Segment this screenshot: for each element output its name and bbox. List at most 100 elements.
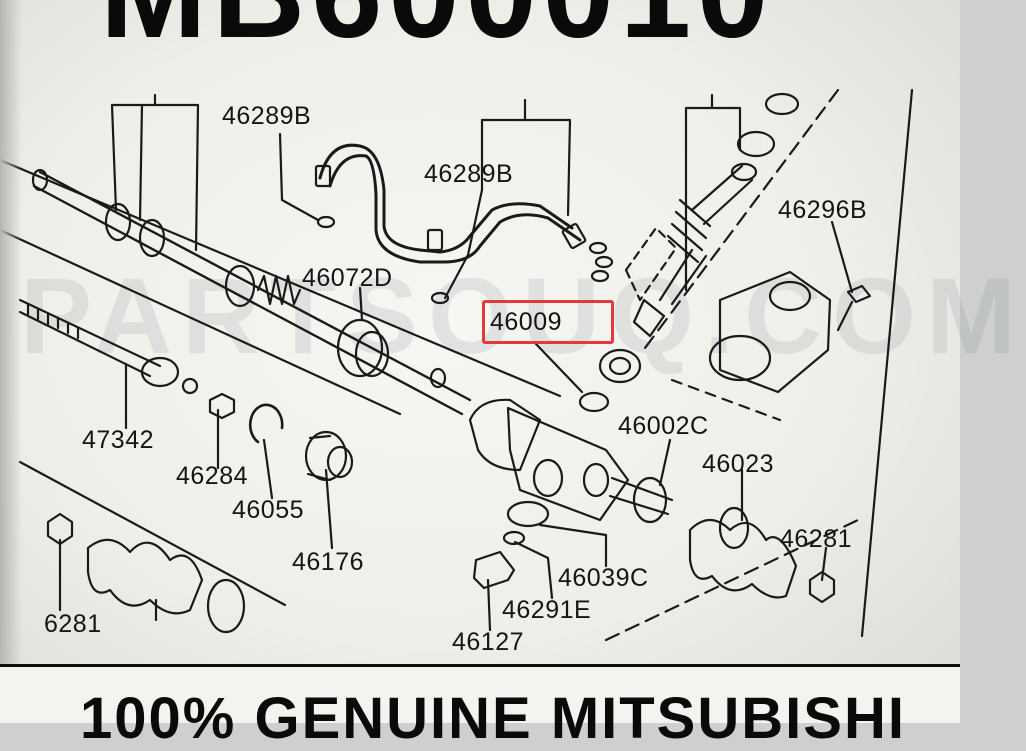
pinion-gear: [632, 298, 666, 338]
pinion-seal-3: [730, 162, 758, 182]
oring-line-1: [588, 241, 608, 255]
label-46127: 46127: [452, 628, 525, 656]
label-46002c: 46002C: [618, 412, 709, 440]
label-46284: 46284: [176, 462, 249, 490]
label-46009: 46009: [490, 308, 563, 336]
label-46039c: 46039C: [558, 564, 649, 592]
label-46296b: 46296B: [778, 196, 868, 224]
left-vignette: [0, 0, 22, 720]
rack-tube: [32, 170, 472, 416]
clip-6281-left: [46, 512, 74, 546]
rack-end-cap: [31, 168, 49, 192]
boot-left: [86, 538, 204, 615]
leader-46289b-top: [278, 132, 320, 222]
bracket-right-top: [684, 93, 742, 292]
tie-rod-ball: [181, 377, 199, 395]
leader-46296b: [830, 220, 854, 294]
boot-46023: [688, 518, 798, 599]
boot-46023-clamp: [718, 506, 750, 550]
leader-46289b-mid: [443, 188, 484, 300]
label-46289b-top: 46289B: [222, 102, 312, 130]
label-46281-right: 46281: [780, 525, 853, 553]
pinion-splines: [666, 198, 712, 264]
label-46289b-mid: 46289B: [424, 160, 514, 188]
rack-bushing-1: [104, 202, 132, 242]
leader-46002c: [658, 438, 672, 487]
leader-46055: [262, 438, 274, 500]
valve-housing-flange: [468, 398, 542, 472]
seal-46009-inner: [608, 356, 632, 376]
gear-housing-boss: [768, 280, 812, 312]
rack-spring: [256, 274, 302, 306]
snap-ring-46055: [248, 403, 284, 444]
tie-rod-thread: [26, 302, 80, 340]
valve-port-2: [582, 462, 610, 498]
pinion-dash-box: [624, 226, 678, 302]
footer-banner: [0, 664, 960, 723]
label-46072d: 46072D: [302, 264, 393, 292]
oring-46289b-mid: [430, 291, 450, 305]
boot-clamp-left: [206, 578, 246, 634]
tie-rod: [18, 298, 162, 378]
frame-line-lower: [18, 460, 287, 607]
valve-port: [532, 458, 564, 498]
footer-text: 100% GENUINE MITSUBISHI: [80, 686, 906, 751]
tie-rod-end-47342: [140, 356, 180, 388]
label-46291e: 46291E: [502, 596, 592, 624]
leader-46281-right: [820, 546, 828, 582]
rack-bushing-2: [138, 218, 166, 258]
steering-rack-exploded-diagram: [0, 88, 914, 642]
rack-seal-inner: [354, 330, 390, 378]
oring-line-3: [590, 269, 610, 283]
cap-46127: [472, 550, 516, 590]
gear-housing-right: [718, 270, 832, 394]
shaft-extension: [608, 476, 674, 516]
label-46023: 46023: [702, 450, 775, 478]
seal-46009: [598, 348, 642, 384]
leader-46009: [534, 342, 584, 394]
bushing-46176-body: [306, 434, 332, 482]
leader-46127: [486, 578, 492, 632]
frame-line-left: [0, 228, 402, 416]
bushing-46176-face: [326, 445, 354, 479]
leader-46291e: [513, 540, 554, 600]
leader-46176: [324, 468, 334, 550]
oring-46289b-top: [316, 215, 336, 229]
oring-line-2: [594, 255, 614, 269]
line-fitting-left: [314, 164, 332, 188]
label-46055: 46055: [232, 496, 305, 524]
nut-46284: [208, 392, 236, 420]
small-washer-rack: [429, 367, 447, 389]
bracket-mid-top: [480, 98, 572, 217]
frame-dash-mid: [670, 378, 782, 422]
bushing-46039c: [506, 500, 550, 528]
frame-line-right: [860, 88, 914, 638]
header-part-code: MB600010: [100, 0, 1000, 58]
frame-dash-bottom: [604, 518, 860, 642]
pinion-shaft: [658, 164, 754, 306]
bearing-46002c: [632, 476, 668, 524]
label-46176: 46176: [292, 548, 365, 576]
washer-46009: [578, 391, 610, 413]
oring-46291e: [502, 530, 526, 546]
frame-dash-right: [640, 88, 840, 354]
pinion-seal-top: [764, 92, 800, 116]
label-6281-left: 6281: [44, 610, 102, 638]
leader-46039c: [538, 523, 608, 568]
line-fitting-right: [561, 222, 587, 250]
gear-housing-flange: [708, 334, 772, 382]
clip-46281-right: [808, 570, 836, 604]
label-47342: 47342: [82, 426, 155, 454]
bolt-46296b: [836, 284, 872, 332]
hydraulic-line-upper: [318, 143, 574, 254]
bracket-left-top: [110, 93, 200, 252]
line-fitting-mid: [426, 228, 444, 252]
diagram-sheet: [0, 0, 960, 720]
hydraulic-line-lower: [328, 154, 582, 264]
valve-housing-body: [506, 406, 630, 522]
rack-seal-46072d: [336, 318, 384, 378]
highlight-box-46009: [482, 300, 614, 344]
leader-46072d: [358, 286, 364, 322]
rack-bushing-3: [224, 264, 256, 308]
pinion-seal-2: [736, 130, 776, 158]
